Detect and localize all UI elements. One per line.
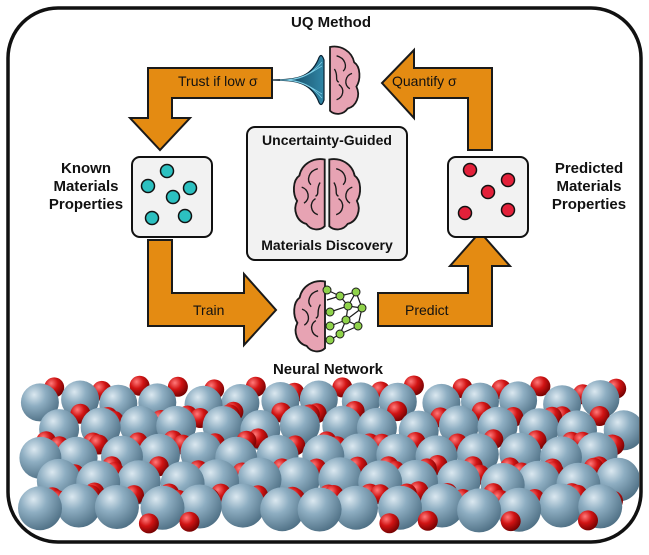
arrow-predict [377, 230, 513, 327]
metal-atom [260, 487, 305, 532]
known-label-line-1: Known [61, 160, 111, 177]
predicted-label-line-1: Predicted [554, 160, 624, 177]
metal-atom [457, 488, 502, 533]
known-properties-label: Known Materials Properties [36, 160, 136, 214]
metal-atom [18, 486, 62, 531]
oxygen-atom [138, 513, 159, 534]
metal-atom [119, 405, 160, 446]
center-title-bottom: Materials Discovery [261, 237, 393, 253]
center-title-top: Uncertainty-Guided [262, 132, 392, 148]
known-label-line-2: Materials [53, 178, 119, 195]
metal-atom [61, 380, 100, 419]
oxygen-atom [379, 513, 400, 534]
metal-atom [334, 485, 378, 530]
arrow-train [147, 239, 278, 348]
predicted-label-line-3: Properties [551, 196, 627, 213]
center-panel [246, 126, 408, 261]
neural-network-label: Neural Network [272, 361, 384, 378]
arrow-label-predict: Predict [405, 302, 449, 318]
uq-method-label: UQ Method [291, 14, 371, 31]
known-label-line-3: Properties [48, 196, 124, 213]
metal-atom [539, 483, 583, 528]
metal-atom [220, 483, 265, 528]
oxygen-atom [179, 511, 200, 532]
predicted-data-points [457, 162, 516, 221]
neural-network-icon [322, 285, 367, 345]
gaussian-distribution-icon [271, 54, 325, 106]
arrow-trust [127, 67, 273, 152]
metal-atom [581, 380, 620, 419]
metal-atom [279, 405, 320, 446]
metal-atom [56, 483, 101, 528]
oxygen-atom [417, 510, 438, 531]
atomic-surface-slab [18, 375, 639, 534]
oxygen-atom [530, 376, 551, 397]
predicted-properties-label: Predicted Materials Properties [534, 160, 644, 214]
arrow-quantify [380, 47, 493, 151]
arrow-label-quantify: Quantify σ [392, 73, 457, 89]
metal-atom [94, 485, 139, 529]
oxygen-atom [500, 511, 521, 532]
metal-atom [297, 487, 342, 532]
known-data-points [140, 163, 198, 226]
arrow-label-train: Train [193, 302, 225, 318]
oxygen-atom [578, 510, 598, 531]
predicted-label-line-2: Materials [556, 178, 622, 195]
arrow-label-trust: Trust if low σ [178, 73, 258, 89]
